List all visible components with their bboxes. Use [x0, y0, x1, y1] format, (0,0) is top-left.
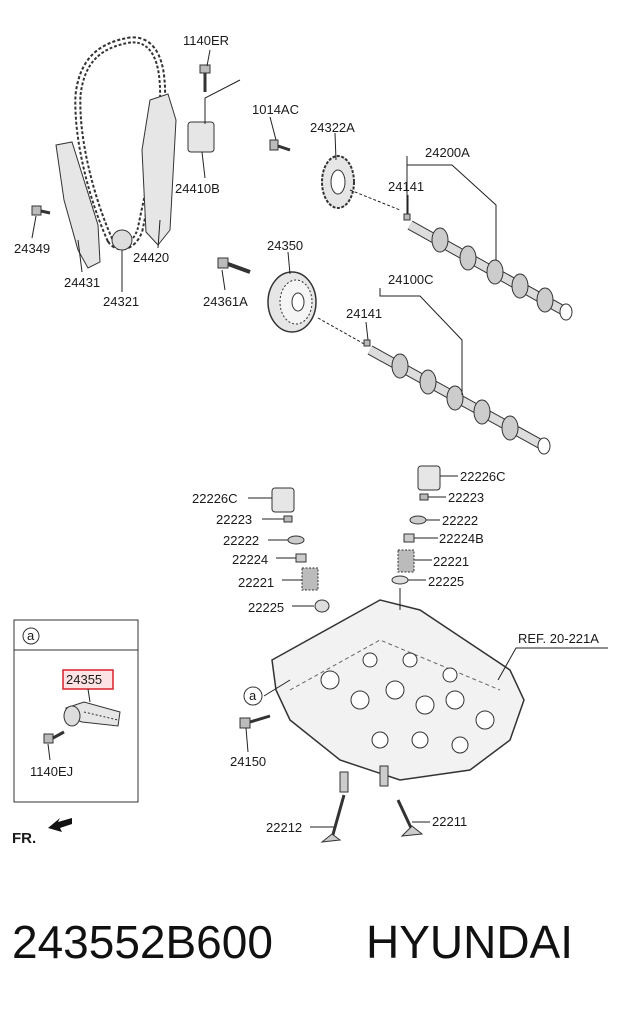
crank-sprocket: [111, 229, 133, 251]
bolt-24150: [239, 714, 271, 729]
label-callout-a: a: [249, 688, 257, 703]
seal-left: [295, 553, 307, 563]
brand-name: HYUNDAI: [366, 916, 573, 968]
label-22224: 22224: [232, 552, 268, 567]
label-22224b: 22224B: [439, 531, 484, 546]
label-24349: 24349: [14, 241, 50, 256]
label-1140er: 1140ER: [183, 33, 229, 48]
label-reference: REF. 20-221A: [518, 631, 599, 646]
label-24100c: 24100C: [388, 272, 434, 287]
tensioner-arm: [141, 93, 177, 246]
cvvt-assembly: [267, 271, 317, 333]
label-22222-right: 22222: [442, 513, 478, 528]
label-22226c-left: 22226C: [192, 491, 238, 506]
label-24410b: 24410B: [175, 181, 220, 196]
cam-key-b: [363, 339, 371, 347]
bolt-1140ej: [43, 730, 65, 744]
seat-left: [314, 599, 330, 613]
label-22223-right: 22223: [448, 490, 484, 505]
retainer-left: [287, 535, 305, 545]
label-22212: 22212: [266, 820, 302, 835]
label-24321: 24321: [103, 294, 139, 309]
cam-key-a: [403, 213, 411, 221]
exhaust-camshaft: [407, 220, 573, 321]
label-24150: 24150: [230, 754, 266, 769]
label-inset-a: a: [27, 628, 35, 643]
cam-sprocket: [321, 155, 355, 209]
label-22222-left: 22222: [223, 533, 259, 548]
label-24141-lower: 24141: [346, 306, 382, 321]
label-front: FR.: [12, 830, 36, 847]
label-22221-left: 22221: [238, 575, 274, 590]
intake-camshaft: [367, 345, 551, 455]
exhaust-valve: [379, 765, 424, 837]
label-22211: 22211: [432, 814, 467, 829]
label-1014ac: 1014AC: [252, 102, 299, 117]
retainer-left-small: [283, 515, 293, 523]
bolt-24349: [31, 205, 51, 216]
cylinder-head: [271, 599, 525, 781]
retainer-right: [409, 515, 427, 525]
label-1140ej: 1140EJ: [30, 764, 73, 779]
label-24350: 24350: [267, 238, 303, 253]
label-24431: 24431: [64, 275, 100, 290]
label-24200a: 24200A: [425, 145, 470, 160]
bolt-1140er: [199, 64, 211, 92]
label-24420: 24420: [133, 250, 169, 265]
label-22225-right: 22225: [428, 574, 464, 589]
front-arrow-icon: [48, 818, 72, 832]
seat-right: [391, 575, 409, 585]
label-22221-right: 22221: [433, 554, 469, 569]
intake-valve: [320, 771, 349, 843]
chain-guide: [55, 141, 101, 269]
label-24361a: 24361A: [203, 294, 248, 309]
retainer-right-small: [419, 493, 429, 501]
spring-left: [301, 567, 319, 591]
label-22223-left: 22223: [216, 512, 252, 527]
part-number: 243552B600: [12, 916, 273, 968]
callout-circle: [243, 686, 263, 706]
oil-control-valve: [63, 701, 121, 727]
label-24322a: 24322A: [310, 120, 355, 135]
label-22225-left: 22225: [248, 600, 284, 615]
seal-right: [403, 533, 415, 543]
bolt-24361a: [217, 257, 251, 274]
tappet-right: [417, 465, 441, 491]
label-24355: 24355: [66, 672, 102, 687]
chain-tensioner: [187, 121, 215, 153]
label-22226c-right: 22226C: [460, 469, 506, 484]
tappet-left: [271, 487, 295, 513]
label-24141-upper: 24141: [388, 179, 424, 194]
timing-chain: [74, 36, 167, 251]
spring-right: [397, 549, 415, 573]
bolt-1014ac: [269, 139, 291, 152]
